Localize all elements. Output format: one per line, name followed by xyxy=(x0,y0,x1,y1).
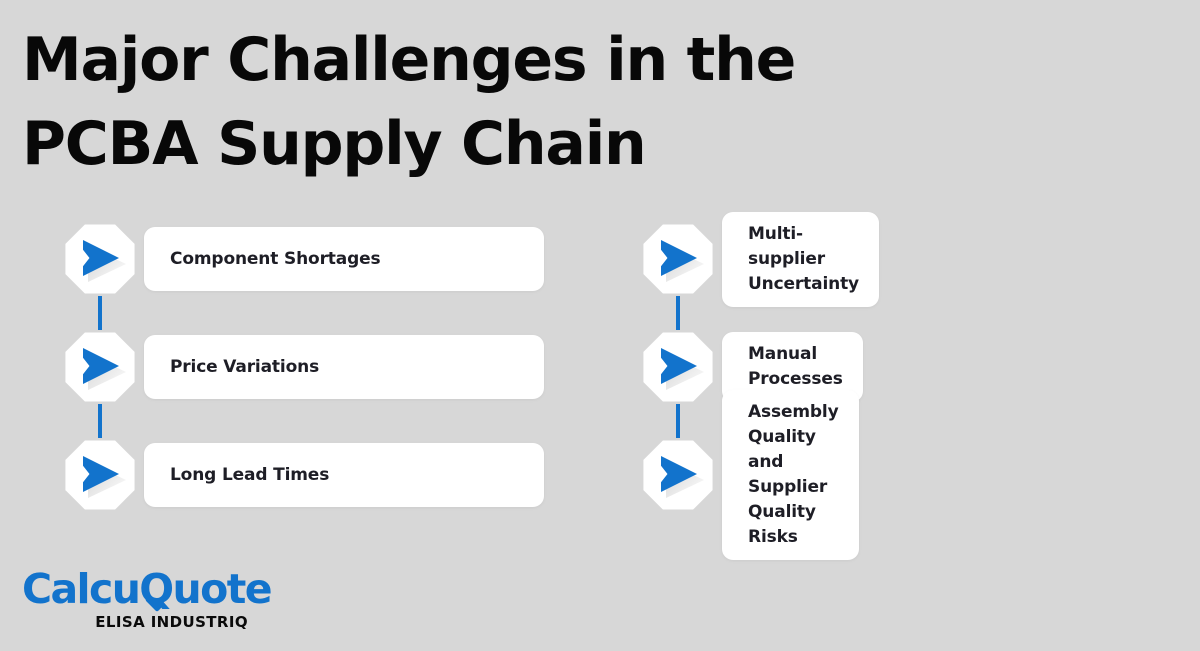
badge-arrow-right xyxy=(64,331,136,403)
challenge-label: Manual Processes xyxy=(748,344,843,389)
connector-line xyxy=(98,296,102,330)
logo-tagline: ELISA INDUSTRIQ xyxy=(95,613,248,631)
arrow-right-icon xyxy=(661,348,704,390)
challenge-card[interactable]: Component Shortages xyxy=(144,227,544,291)
arrow-right-icon xyxy=(83,456,126,498)
challenge-label: Price Variations xyxy=(170,356,320,377)
right-column: Multi-supplier Uncertainty Manual Proces… xyxy=(0,211,879,560)
arrow-right-icon xyxy=(661,240,704,282)
arrow-right-icon xyxy=(83,348,126,390)
left-column-rows: Component Shortages Price Variations xyxy=(64,222,600,512)
badge-arrow-right xyxy=(64,439,136,511)
connector-line xyxy=(676,296,680,330)
brand-logo: CalcuQuote ELISA INDUSTRIQ xyxy=(22,565,273,631)
badge-arrow-right xyxy=(642,331,714,403)
challenge-item[interactable]: Long Lead Times xyxy=(64,438,600,512)
page-title-line-2: PCBA Supply Chain xyxy=(22,109,647,179)
challenge-card[interactable]: Assembly Quality and Supplier Quality Ri… xyxy=(722,390,859,560)
arrow-right-icon xyxy=(661,456,704,498)
logo-wordmark: CalcuQuote xyxy=(22,565,273,613)
challenge-item[interactable]: Price Variations xyxy=(64,330,600,438)
connector-line xyxy=(98,404,102,438)
badge-arrow-right xyxy=(642,223,714,295)
page-title-line-1: Major Challenges in the xyxy=(22,25,796,95)
arrow-right-icon xyxy=(83,240,126,282)
left-column: Component Shortages Price Variations xyxy=(0,222,600,512)
connector-line xyxy=(676,404,680,438)
challenge-card[interactable]: Multi-supplier Uncertainty xyxy=(722,211,879,307)
page-title: Major Challenges in the PCBA Supply Chai… xyxy=(22,18,972,186)
challenge-label: Component Shortages xyxy=(170,248,381,269)
challenge-card[interactable]: Price Variations xyxy=(144,335,544,399)
challenge-label: Long Lead Times xyxy=(170,464,330,485)
challenge-item[interactable]: Component Shortages xyxy=(64,222,600,330)
challenge-label: Multi-supplier Uncertainty xyxy=(748,223,859,294)
challenge-label: Assembly Quality and Supplier Quality Ri… xyxy=(748,402,839,547)
badge-arrow-right xyxy=(64,223,136,295)
challenge-card[interactable]: Long Lead Times xyxy=(144,443,544,507)
challenges-grid: Component Shortages Price Variations xyxy=(0,211,1200,560)
badge-arrow-right xyxy=(642,439,714,511)
